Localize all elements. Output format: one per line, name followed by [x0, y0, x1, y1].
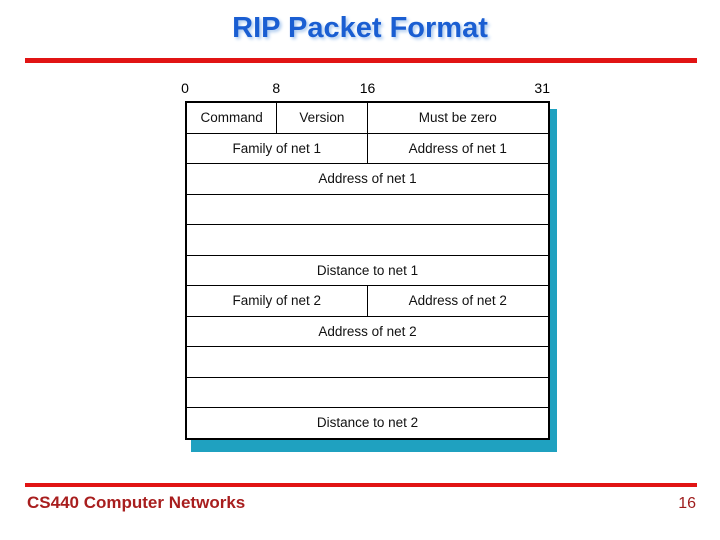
bit-label-16: 16	[359, 80, 376, 96]
packet-row: Family of net 2 Address of net 2	[187, 286, 548, 317]
packet-field-family-of-net-1: Family of net 1	[187, 133, 368, 163]
packet-row: Distance to net 1	[187, 256, 548, 286]
packet-row: Address of net 2	[187, 317, 548, 347]
packet-field-must-be-zero: Must be zero	[418, 110, 497, 126]
packet-field-distance-to-net-1: Distance to net 1	[316, 262, 419, 278]
packet-field-address-of-net-1: Address of net 1	[318, 171, 417, 187]
footer-rule	[25, 483, 697, 487]
packet-field-address-of-net-2: Address of net 2	[318, 323, 417, 339]
packet-field-empty	[187, 378, 548, 408]
packet-row: Distance to net 2	[187, 408, 548, 438]
packet-row	[187, 195, 548, 225]
bit-label-8: 8	[272, 80, 281, 96]
packet-row	[187, 347, 548, 378]
packet-row: Address of net 1	[187, 164, 548, 195]
packet-row: Family of net 1 Address of net 1	[187, 133, 548, 164]
title-rule	[25, 58, 697, 63]
packet-field-distance-to-net-2: Distance to net 2	[316, 415, 419, 431]
bit-scale: 0 8 16 31	[181, 80, 550, 101]
page-number: 16	[678, 495, 696, 512]
packet-row	[187, 378, 548, 408]
packet-field-empty	[187, 195, 548, 225]
packet-field-empty	[187, 347, 548, 377]
packet-field-command: Command	[187, 103, 278, 133]
bit-label-31: 31	[534, 80, 550, 96]
bit-label-0: 0	[181, 80, 189, 96]
packet-field-family-of-net-2: Family of net 2	[187, 286, 368, 316]
packet-field-version: Version	[277, 103, 368, 133]
footer-course-label: CS440 Computer Networks	[27, 493, 246, 512]
slide-title: RIP Packet Format	[232, 12, 488, 44]
packet-field-address-of-net-2: Address of net 2	[408, 293, 507, 309]
packet-field-address-of-net-1: Address of net 1	[408, 140, 507, 156]
packet-row	[187, 225, 548, 256]
packet-field-empty	[187, 225, 548, 255]
